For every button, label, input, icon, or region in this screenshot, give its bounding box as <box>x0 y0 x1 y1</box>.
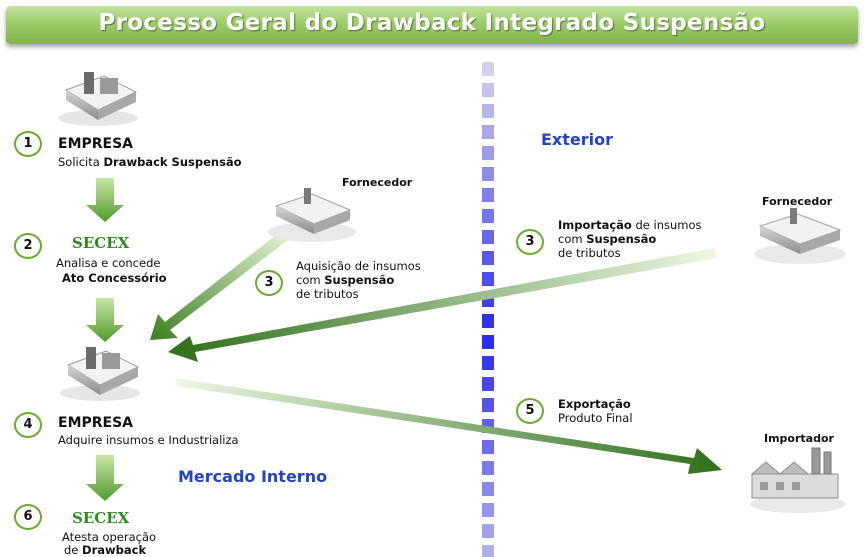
divider-dash <box>482 314 494 328</box>
importador-label: Importador <box>764 432 834 445</box>
arrow-icon <box>86 455 124 501</box>
divider-dash <box>482 440 494 454</box>
step-3b-line3: de tributos <box>558 246 621 260</box>
divider-dash <box>482 83 494 97</box>
divider-dash <box>482 272 494 286</box>
step-4-badge: 4 <box>14 412 42 438</box>
arrow-icon <box>175 378 722 474</box>
divider-dash <box>482 62 494 76</box>
divider-dash <box>482 251 494 265</box>
arrow-icon <box>168 248 717 362</box>
factory-icon <box>268 188 356 242</box>
step-6-badge: 6 <box>14 504 42 530</box>
divider-dash <box>482 377 494 391</box>
step-2-badge: 2 <box>14 233 42 259</box>
divider-dash <box>482 398 494 412</box>
factory-icon <box>754 208 846 264</box>
divider-dash <box>482 146 494 160</box>
exterior-divider <box>482 62 494 557</box>
step-2-line1: Analisa e concede <box>56 256 161 270</box>
step-6-line1: Atesta operação <box>62 530 157 544</box>
divider-dash <box>482 503 494 517</box>
step-6-title: SECEX <box>72 509 130 527</box>
building-icon <box>58 72 138 126</box>
factory-icon <box>750 447 846 513</box>
divider-dash <box>482 188 494 202</box>
fornecedor-exterior-label: Fornecedor <box>762 195 833 208</box>
arrow-icon <box>86 298 124 342</box>
divider-dash <box>482 230 494 244</box>
divider-dash <box>482 545 494 557</box>
region-exterior-label: Exterior <box>541 130 614 149</box>
step-4-title: EMPRESA <box>58 415 134 431</box>
step-1-title: EMPRESA <box>58 136 134 152</box>
page-title: Processo Geral do Drawback Integrado Sus… <box>98 10 766 36</box>
step-3a-line2: com Suspensão <box>296 273 395 287</box>
building-icon <box>60 347 140 401</box>
step-2-title: SECEX <box>72 234 130 252</box>
step-5-badge: 5 <box>516 398 544 424</box>
divider-dash <box>482 335 494 349</box>
step-6-line2: de Drawback <box>64 543 147 557</box>
step-3a-line1: Aquisição de insumos <box>296 259 421 273</box>
divider-dash <box>482 482 494 496</box>
divider-dash <box>482 104 494 118</box>
fornecedor-interno-label: Fornecedor <box>342 176 413 189</box>
step-1-text: Solicita Drawback Suspensão <box>58 155 242 169</box>
step-3a-badge: 3 <box>255 270 283 296</box>
divider-dash <box>482 209 494 223</box>
step-4-text: Adquire insumos e Industrializa <box>58 433 239 447</box>
step-2-line2: Ato Concessório <box>62 271 167 285</box>
step-3a-line3: de tributos <box>296 287 359 301</box>
step-1-badge: 1 <box>14 131 42 157</box>
title-bar: Processo Geral do Drawback Integrado Sus… <box>6 6 858 44</box>
step-3b-line2: com Suspensão <box>558 232 657 246</box>
step-5-line1: Exportação <box>558 397 631 411</box>
step-3b-badge: 3 <box>516 229 544 255</box>
arrow-icon <box>86 178 124 222</box>
divider-dash <box>482 167 494 181</box>
step-5-line2: Produto Final <box>558 411 633 425</box>
divider-dash <box>482 524 494 538</box>
region-mercado-interno-label: Mercado Interno <box>178 467 328 486</box>
divider-dash <box>482 356 494 370</box>
divider-dash <box>482 461 494 475</box>
divider-dash <box>482 125 494 139</box>
step-3b-line1: Importação de insumos <box>558 218 702 232</box>
arrow-icon <box>150 232 288 340</box>
